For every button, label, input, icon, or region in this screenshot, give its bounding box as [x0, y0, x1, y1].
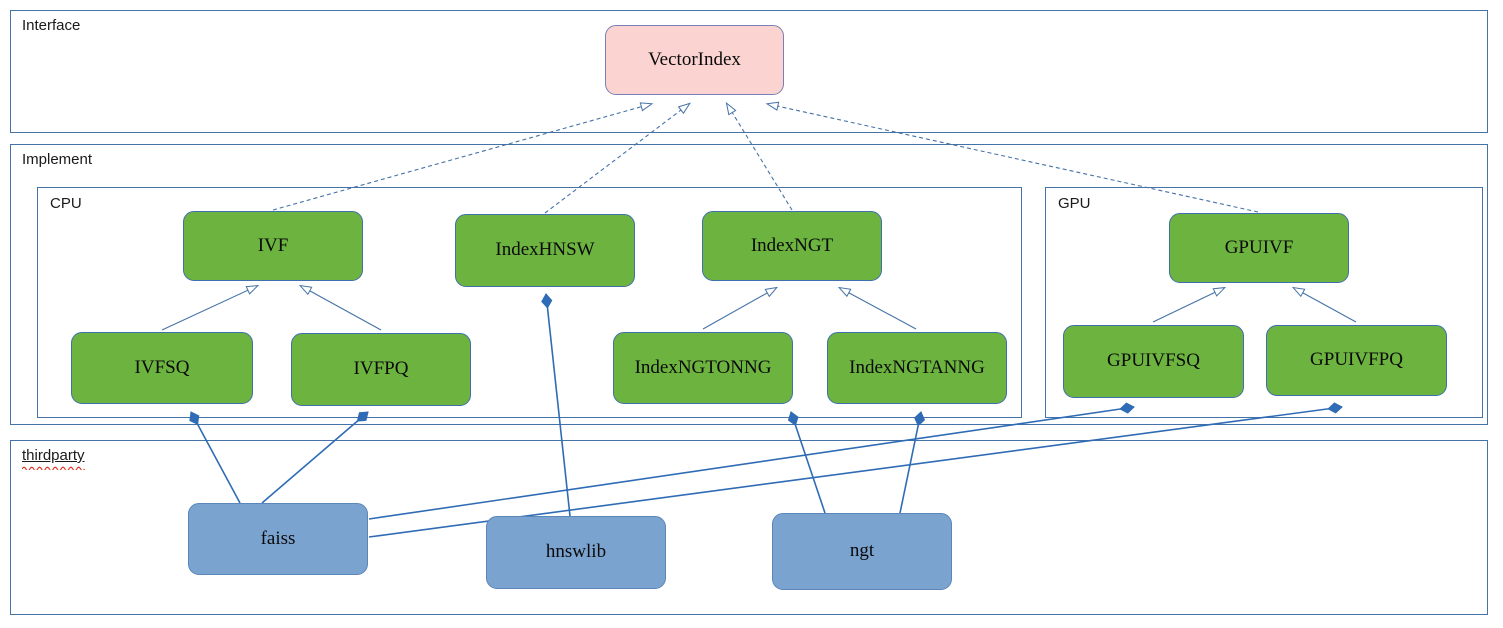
group-thirdparty-label-text: thirdparty — [22, 447, 85, 464]
group-implement-label: Implement — [22, 151, 93, 168]
node-gpuivfsq[interactable]: GPUIVFSQ — [1063, 325, 1244, 398]
node-ngt-label: ngt — [849, 540, 875, 562]
node-indexngtonng-label: IndexNGTONNG — [634, 356, 772, 378]
node-faiss-label: faiss — [260, 527, 296, 549]
node-indexhnsw[interactable]: IndexHNSW — [455, 214, 635, 287]
node-gpuivfpq-label: GPUIVFPQ — [1310, 349, 1403, 371]
group-thirdparty-label: thirdparty — [22, 447, 85, 470]
node-vectorindex-label: VectorIndex — [648, 48, 741, 70]
node-ivf[interactable]: IVF — [183, 211, 363, 281]
group-interface-label: Interface — [22, 17, 81, 34]
node-indexngt[interactable]: IndexNGT — [702, 211, 882, 281]
node-hnswlib-label: hnswlib — [545, 541, 607, 563]
node-gpuivf[interactable]: GPUIVF — [1169, 213, 1349, 283]
node-faiss[interactable]: faiss — [188, 503, 368, 575]
node-hnswlib[interactable]: hnswlib — [486, 516, 666, 589]
node-indexngtanng[interactable]: IndexNGTANNG — [827, 332, 1007, 404]
node-gpuivfpq[interactable]: GPUIVFPQ — [1266, 325, 1447, 396]
node-vectorindex[interactable]: VectorIndex — [605, 25, 784, 95]
node-ivfsq[interactable]: IVFSQ — [71, 332, 253, 404]
group-cpu-label: CPU — [50, 195, 82, 212]
node-ivfpq[interactable]: IVFPQ — [291, 333, 471, 406]
node-indexngtanng-label: IndexNGTANNG — [849, 356, 985, 378]
group-gpu-label: GPU — [1058, 195, 1091, 212]
node-gpuivf-label: GPUIVF — [1224, 236, 1294, 258]
node-ivfsq-label: IVFSQ — [134, 356, 190, 378]
node-ngt[interactable]: ngt — [772, 513, 952, 590]
node-indexngt-label: IndexNGT — [750, 234, 834, 256]
node-gpuivfsq-label: GPUIVFSQ — [1107, 350, 1200, 372]
node-ivfpq-label: IVFPQ — [353, 358, 409, 380]
node-indexhnsw-label: IndexHNSW — [495, 239, 595, 261]
spellcheck-squiggle-icon — [22, 466, 85, 470]
node-ivf-label: IVF — [257, 234, 289, 256]
node-indexngtonng[interactable]: IndexNGTONNG — [613, 332, 793, 404]
